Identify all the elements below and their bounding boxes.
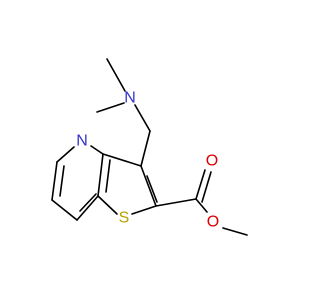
bond-c6-c7	[51, 199, 78, 221]
bond-c3-c2-inner	[146, 175, 158, 203]
bond-carbonyl-o-double-b	[201, 171, 212, 203]
structure-diagram: N N S O O	[51, 58, 248, 236]
bond-c3a-c3	[102, 153, 142, 167]
bond-c3a-n	[90, 145, 104, 155]
atom-n-pyridine: N	[76, 133, 88, 150]
bond-c5-c6	[51, 161, 58, 201]
bond-carbonyl-o-double-a	[195, 169, 206, 200]
bond-c7-c7a	[76, 195, 99, 221]
bond-c7-c7a-inner	[79, 193, 97, 212]
bond-ch2-c3	[140, 130, 151, 167]
bond-s-c7a	[97, 195, 118, 215]
atom-n-amine: N	[124, 90, 136, 107]
bond-n-c5	[56, 146, 75, 163]
bond-carbonyl-o-ester	[195, 198, 208, 213]
bond-n-ch2	[134, 104, 151, 132]
bond-methyl-upper-n	[106, 58, 126, 92]
atom-o-ester: O	[207, 214, 219, 231]
bond-c2-carbonyl	[155, 198, 197, 207]
bond-c5-c6-inner	[59, 165, 65, 197]
bond-c3a-c7a-inner	[105, 159, 111, 193]
atom-s-thiophene: S	[119, 210, 130, 227]
bond-o-methyl	[222, 227, 248, 236]
bonds	[51, 58, 248, 236]
atom-o-carbonyl: O	[206, 153, 218, 170]
bond-c2-s	[131, 205, 157, 215]
atom-labels: N N S O O	[76, 90, 219, 231]
bond-c3a-c7a	[97, 153, 104, 197]
molecule-canvas: N N S O O	[51, 58, 248, 236]
bond-methyl-left-n	[96, 102, 125, 113]
bond-c3-c2	[140, 165, 157, 207]
